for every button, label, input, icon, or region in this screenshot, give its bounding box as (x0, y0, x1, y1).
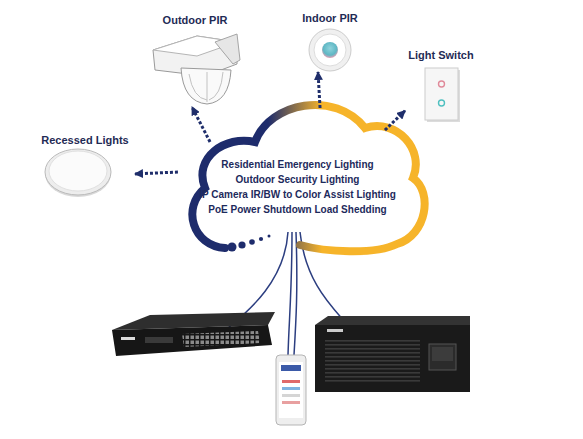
device-node: Recessed Lights (35, 132, 135, 197)
phone-screen (279, 362, 303, 418)
feature-text: IP Camera IR/BW to Color Assist Lighting (165, 187, 430, 202)
smartphone (276, 355, 306, 425)
ups-display (429, 344, 456, 370)
app-bar (282, 387, 300, 390)
ups-screen (432, 347, 453, 361)
dashed-arrow (135, 172, 178, 174)
switch-front (112, 325, 272, 356)
ups-vents (325, 340, 420, 384)
device-label: Light Switch (385, 47, 497, 63)
device-node: Outdoor PIR (145, 12, 245, 107)
dashed-arrow (385, 111, 405, 130)
ups-logo (327, 329, 343, 332)
app-bar (282, 394, 300, 397)
device-label: Indoor PIR (265, 10, 395, 26)
feature-text: Outdoor Security Lighting (165, 172, 430, 187)
ups-top (315, 316, 470, 325)
cloud-node: Residential Emergency LightingOutdoor Se… (175, 80, 420, 255)
wire (294, 232, 297, 355)
device-node: Light Switch (405, 47, 477, 122)
phone-body (276, 355, 306, 425)
device-node: Indoor PIR (285, 10, 375, 72)
ups-unit (315, 316, 470, 392)
cloud-text-block: Residential Emergency LightingOutdoor Se… (165, 157, 430, 217)
switch-logo (121, 337, 135, 340)
feature-text: PoE Power Shutdown Load Shedding (165, 202, 430, 217)
wire (288, 232, 292, 355)
switch-panel (145, 337, 173, 343)
app-bar (282, 401, 300, 404)
dashed-arrow (318, 72, 320, 108)
app-logo (281, 365, 301, 371)
device-label: Outdoor PIR (125, 12, 265, 28)
switch-ports (182, 331, 260, 347)
poe-switch (112, 312, 275, 356)
device-icon (145, 12, 245, 107)
app-bar (282, 380, 300, 383)
ups-front (315, 325, 470, 392)
feature-text: Residential Emergency Lighting (165, 157, 430, 172)
device-label: Recessed Lights (15, 132, 155, 148)
dashed-arrow (192, 107, 210, 142)
